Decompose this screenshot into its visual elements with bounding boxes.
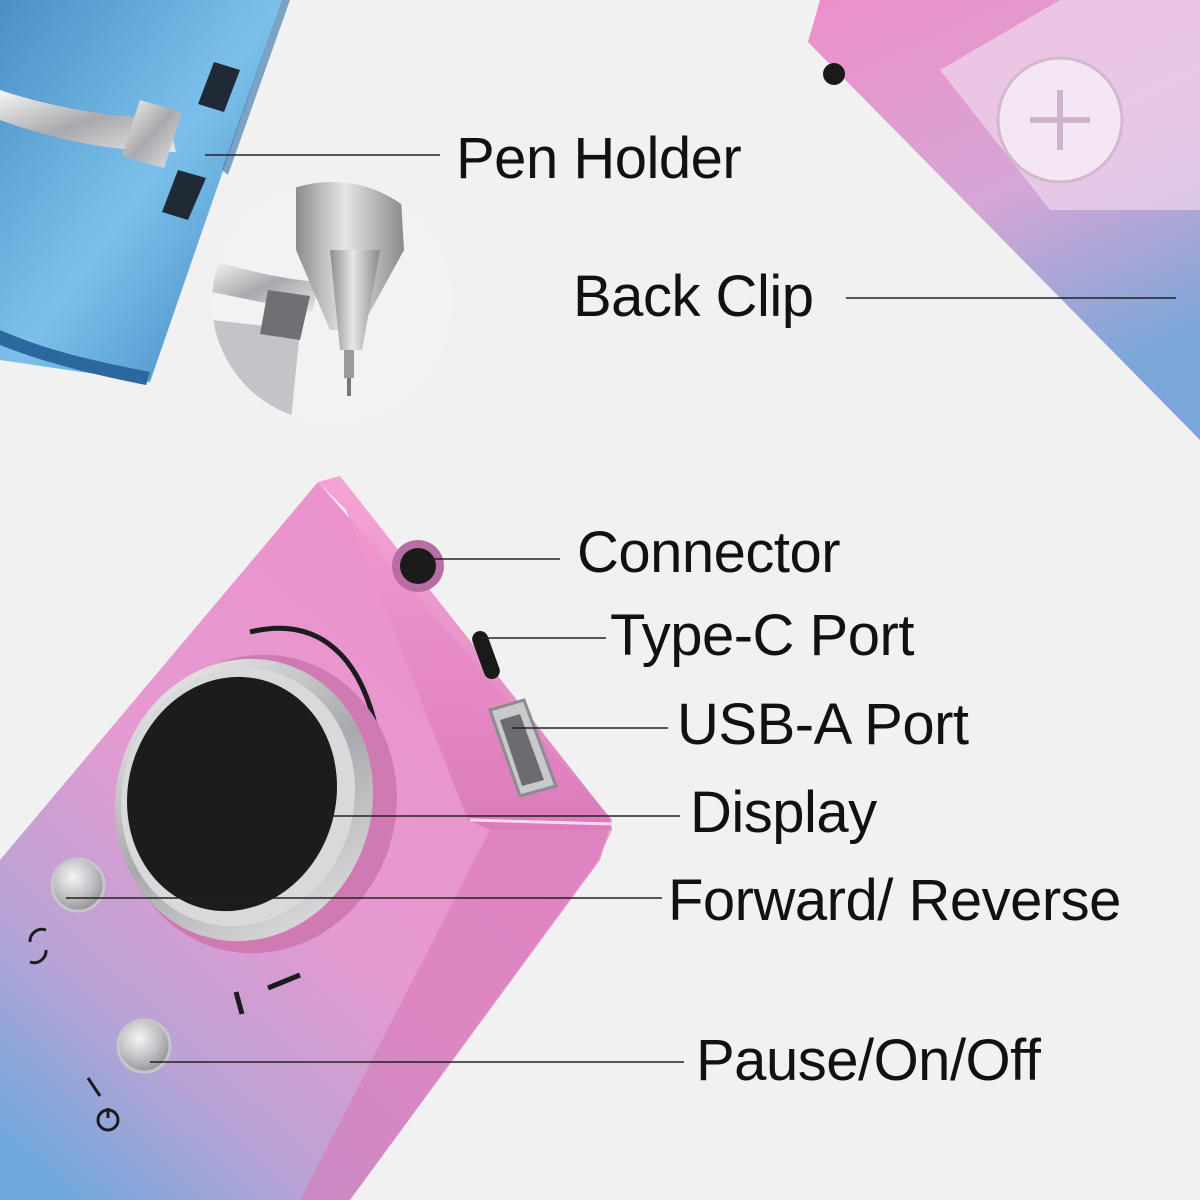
leader-lines bbox=[66, 154, 1176, 1063]
blue-device-side bbox=[0, 0, 290, 385]
connector-label: Connector bbox=[577, 520, 841, 585]
forward-reverse-button[interactable] bbox=[50, 857, 106, 913]
type-c-port-label: Type-C Port bbox=[610, 603, 914, 668]
pen-holder-label: Pen Holder bbox=[456, 126, 742, 191]
knob-display bbox=[115, 654, 397, 954]
usb-a-port-slot bbox=[488, 698, 558, 798]
back-clip-label: Back Clip bbox=[573, 264, 814, 329]
dial-tick-off bbox=[233, 991, 245, 1015]
pause-on-off-label: Pause/On/Off bbox=[696, 1028, 1041, 1093]
display-label: Display bbox=[690, 780, 877, 845]
pause-power-icon bbox=[86, 1077, 120, 1132]
pen-holder-inset bbox=[212, 182, 452, 422]
pause-on-off-button[interactable] bbox=[116, 1018, 172, 1074]
pink-device-back bbox=[808, 0, 1200, 440]
forward-reverse-label: Forward/ Reverse bbox=[668, 868, 1121, 933]
usb-a-port-label: USB-A Port bbox=[677, 692, 969, 757]
type-c-port-slot bbox=[472, 631, 500, 679]
forward-reverse-icon bbox=[28, 927, 48, 965]
dial-tick bbox=[267, 972, 301, 991]
connector-socket bbox=[392, 540, 444, 592]
